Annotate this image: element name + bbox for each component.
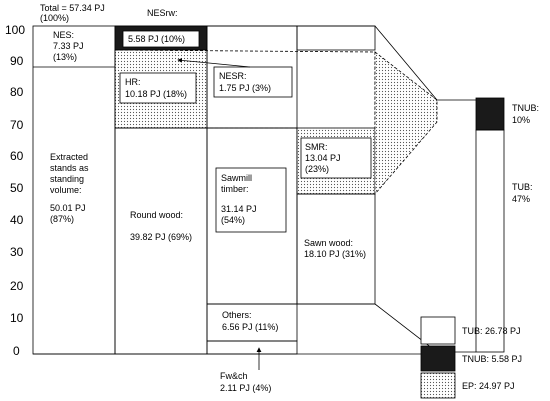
sawmill-l1: Sawmill (221, 173, 252, 183)
tick-70: 70 (10, 118, 24, 132)
tick-60: 60 (10, 149, 24, 163)
extracted-pct: (87%) (50, 214, 74, 224)
hr-name: HR: (125, 77, 141, 87)
legend-ep-label: EP: 24.97 PJ (462, 381, 515, 391)
tub-bar (475, 129, 505, 353)
sawnwood-name: Sawn wood: (304, 238, 353, 248)
tnub-bar (475, 97, 505, 131)
nesr-arrow (177, 57, 251, 68)
others-name: Others: (222, 310, 252, 320)
fwch-block (206, 340, 298, 355)
tick-30: 30 (10, 245, 24, 259)
nes-name: NES: (53, 30, 74, 40)
legend-tub-label: TUB: 26.78 PJ (462, 326, 521, 336)
total-line2: (100%) (40, 13, 69, 23)
tick-100: 100 (5, 23, 25, 37)
sawmill-l2: timber: (221, 184, 249, 194)
tick-80: 80 (10, 85, 24, 99)
others-value: 6.56 PJ (11%) (222, 322, 278, 332)
tick-50: 50 (10, 181, 24, 195)
nesrw-value-box (122, 30, 200, 48)
sawmill-label-box (215, 167, 287, 233)
legend-ep-swatch (420, 372, 456, 399)
hr-value: 10.18 PJ (18%) (125, 89, 187, 99)
nesr-label-box (213, 66, 293, 98)
tick-20: 20 (10, 279, 24, 293)
legend-tub-swatch (420, 316, 456, 345)
nesrw-header: NESrw: (147, 8, 178, 18)
ep-funnel (374, 51, 438, 196)
hr-label-box (119, 72, 197, 104)
legend-tnub-label: TNUB: 5.58 PJ (462, 354, 522, 364)
tnub-pct: 10% (512, 115, 530, 125)
smr-pct: (23%) (305, 164, 329, 174)
tub-name: TUB: (512, 182, 533, 192)
extracted-l1: Extracted (50, 152, 88, 162)
sawmill-pct: (54%) (221, 215, 245, 225)
roundwood-value: 39.82 PJ (69%) (130, 232, 192, 242)
tick-10: 10 (10, 311, 24, 325)
nesr-value: 1.75 PJ (3%) (219, 83, 271, 93)
fwch-name: Fw&ch (220, 371, 248, 381)
fwch-value: 2.11 PJ (4%) (220, 383, 271, 393)
sawnwood-value: 18.10 PJ (31%) (304, 249, 366, 259)
smr-name: SMR: (305, 142, 328, 152)
sawnwood-upper (296, 25, 376, 51)
extracted-l3: standing (50, 174, 84, 184)
tick-40: 40 (10, 213, 24, 227)
smr-value: 13.04 PJ (305, 153, 341, 163)
tub-pct: 47% (512, 194, 530, 204)
tick-90: 90 (10, 54, 24, 68)
y-axis: 100 90 80 70 60 50 40 30 20 10 0 (5, 23, 25, 358)
legend: TUB: 26.78 PJ TNUB: 5.58 PJ EP: 24.97 PJ (420, 316, 522, 399)
nesr-name: NESR: (219, 71, 247, 81)
extracted-value: 50.01 PJ (50, 203, 86, 213)
tnub-name: TNUB: (512, 103, 539, 113)
nesrw-value: 5.58 PJ (10%) (128, 34, 185, 44)
nes-value: 7.33 PJ (53, 41, 84, 51)
tick-0: 0 (13, 344, 20, 358)
roundwood-name: Round wood: (130, 210, 183, 220)
extracted-l4: volume: (50, 185, 82, 195)
extracted-l2: stands as (50, 163, 89, 173)
legend-tnub-swatch (420, 345, 456, 372)
total-line1: Total = 57.34 PJ (40, 3, 105, 13)
smr-label-box (300, 137, 372, 179)
sawmill-value: 31.14 PJ (221, 204, 257, 214)
nes-pct: (13%) (53, 52, 77, 62)
